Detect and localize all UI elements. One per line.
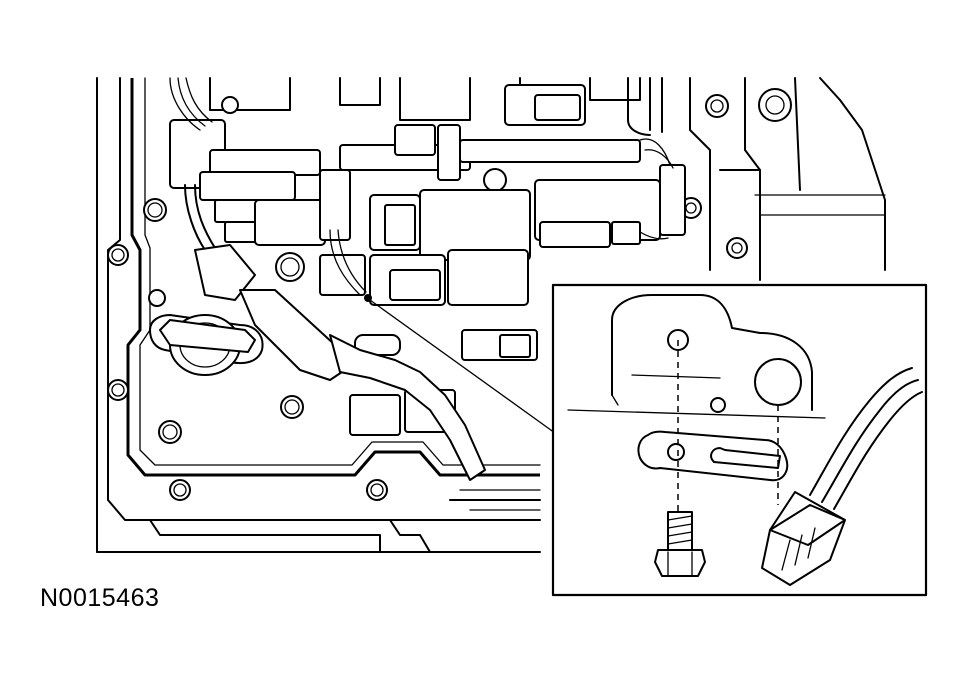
wiring-harness [169, 77, 674, 296]
valve-body-housing [96, 77, 886, 553]
sensor-connector-icon [761, 367, 923, 586]
sensor-assembly-main [149, 244, 486, 481]
solenoid-connectors [169, 84, 686, 436]
reference-dot [364, 294, 372, 302]
figure-id-label: N0015463 [40, 584, 160, 612]
bolt-icon [654, 511, 706, 577]
detail-inset [364, 283, 928, 597]
